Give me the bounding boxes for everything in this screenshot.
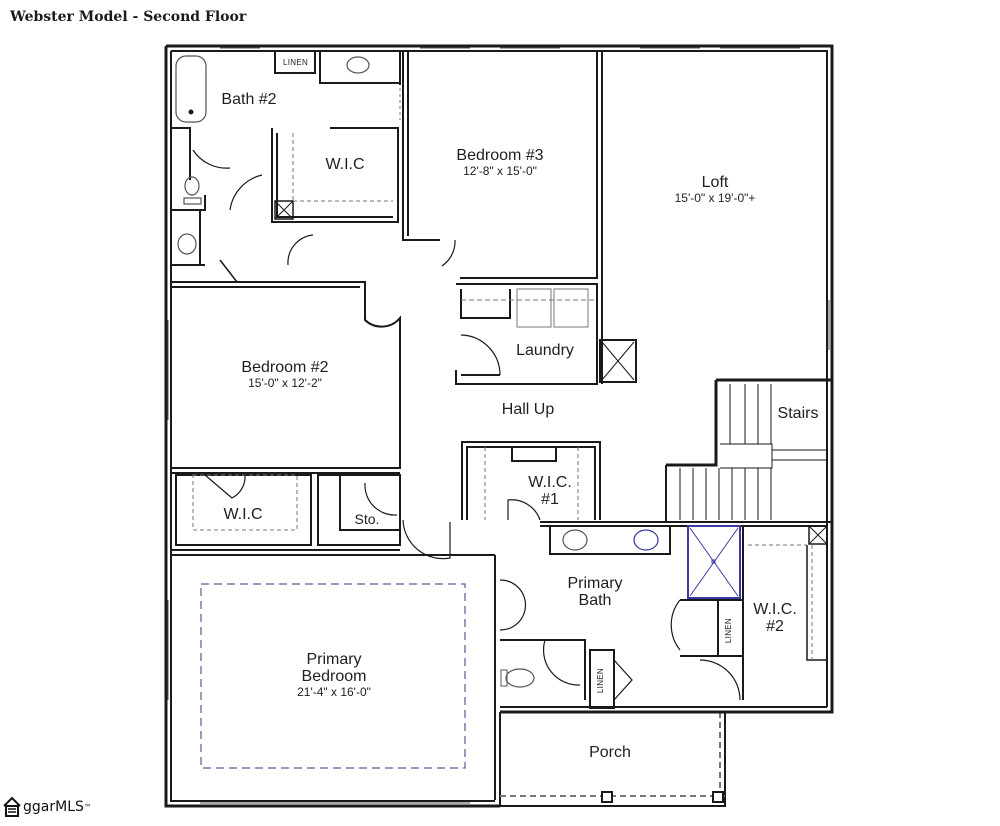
room-laundry: Laundry [516, 342, 574, 359]
room-wic2: W.I.C. #2 [753, 601, 797, 635]
room-loft: Loft 15'-0" x 19'-0"+ [674, 174, 756, 205]
label-linen-bath: LINEN [724, 618, 733, 644]
room-stairs: Stairs [777, 405, 819, 422]
room-hall: Hall Up [501, 401, 555, 418]
house-icon [3, 796, 21, 817]
plan-title: Webster Model - Second Floor [10, 9, 247, 25]
room-primary-bedroom: Primary Bedroom 21'-4" x 16'-0" [297, 651, 371, 699]
logo-text: ggarMLS [23, 799, 84, 815]
label-linen-wc: LINEN [596, 668, 605, 694]
room-wic1: W.I.C. #1 [528, 474, 572, 508]
room-bedroom3: Bedroom #3 12'-8" x 15'-0" [456, 147, 544, 178]
logo-tm: ™ [83, 802, 92, 812]
room-storage: Sto. [354, 511, 380, 527]
room-bedroom2: Bedroom #2 15'-0" x 12'-2" [241, 359, 329, 390]
room-wic-bed2: W.I.C [223, 506, 263, 523]
room-primary-bath: Primary Bath [567, 575, 623, 609]
room-porch: Porch [589, 744, 631, 761]
room-bath2: Bath #2 [221, 91, 277, 108]
room-wic-top: W.I.C [325, 156, 365, 173]
label-linen-top: LINEN [283, 58, 309, 67]
